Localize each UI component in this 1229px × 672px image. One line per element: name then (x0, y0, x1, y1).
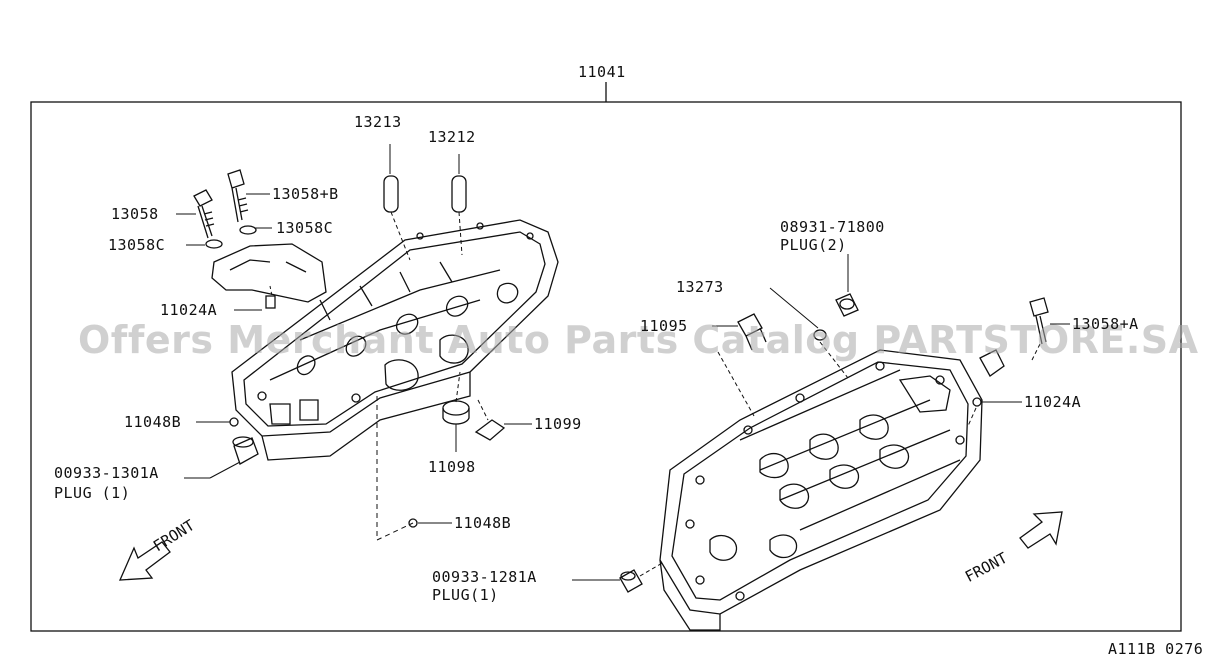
bolt-13058-a (1029, 297, 1049, 345)
left-cylinder-head (231, 219, 559, 461)
label-11024a-right: 11024A (1024, 393, 1082, 411)
label-11048b-bottom: 11048B (454, 514, 512, 532)
label-11098: 11098 (428, 458, 476, 476)
left-bracket (211, 243, 327, 303)
label-11095: 11095 (640, 317, 688, 335)
bolt-13058-b (227, 169, 245, 223)
label-11099: 11099 (534, 415, 582, 433)
diagram-frame (30, 101, 1182, 632)
label-08931-71800: 08931-71800 (780, 218, 885, 236)
label-11024a-left: 11024A (160, 301, 218, 319)
label-11041: 11041 (578, 63, 626, 81)
label-plug-1-right: PLUG(1) (432, 586, 499, 604)
diagram-code: A111B 0276 (1108, 640, 1204, 658)
front-arrow-left (118, 541, 171, 581)
bolt-13058 (193, 189, 213, 239)
label-13058-b: 13058+B (272, 185, 339, 203)
front-arrow-right (1019, 511, 1063, 549)
label-00933-1301a: 00933-1301A (54, 464, 159, 482)
label-13213: 13213 (354, 113, 402, 131)
sleeve-11095 (737, 313, 767, 351)
label-13212: 13212 (428, 128, 476, 146)
right-cylinder-head (659, 349, 983, 631)
label-13273: 13273 (676, 278, 724, 296)
label-13058-a: 13058+A (1072, 315, 1139, 333)
pin-13212 (451, 175, 467, 213)
label-plug-2: PLUG(2) (780, 236, 847, 254)
plug-08931 (835, 293, 859, 317)
label-plug-1-left: PLUG (1) (54, 484, 131, 502)
label-13058: 13058 (111, 205, 159, 223)
watermark-text: Offers Merchant Auto Parts Catalog PARTS… (78, 318, 1199, 362)
label-00933-1281a: 00933-1281A (432, 568, 537, 586)
pin-13213 (383, 175, 399, 213)
label-11048b-left: 11048B (124, 413, 182, 431)
label-13058c-right: 13058C (276, 219, 334, 237)
label-13058c-left: 13058C (108, 236, 166, 254)
